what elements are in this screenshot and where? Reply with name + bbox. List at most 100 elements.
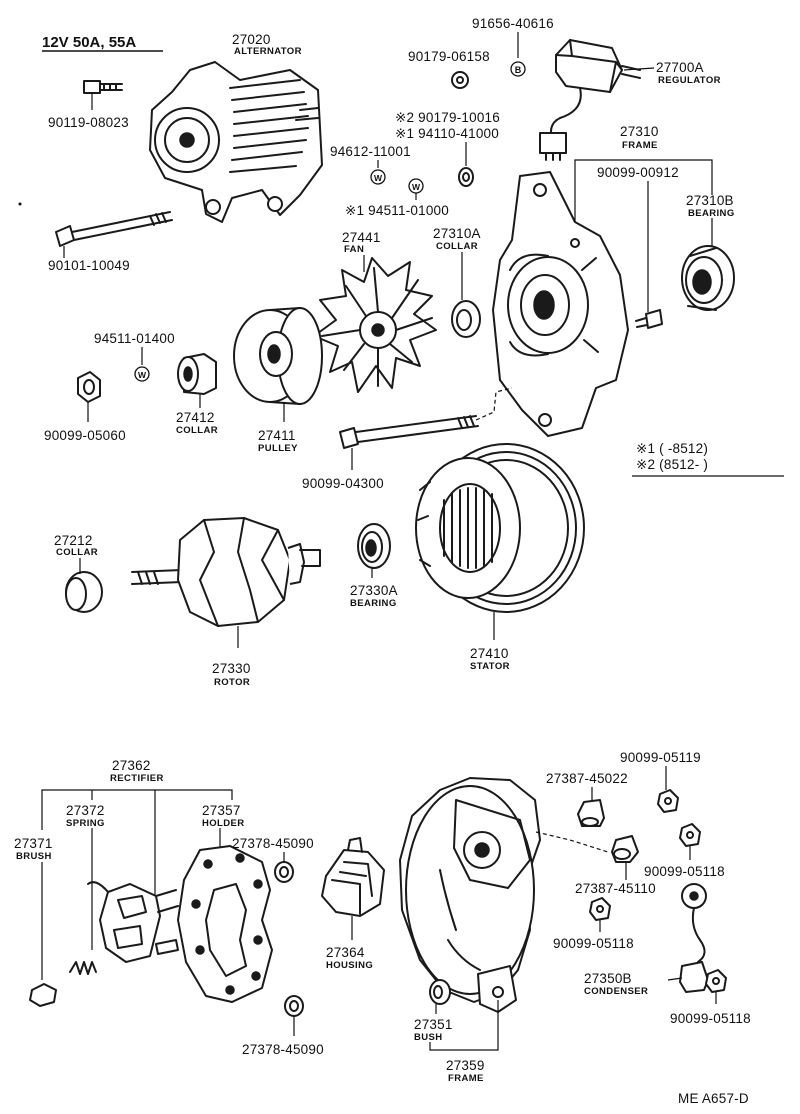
part-number-27387-45022: 27387-45022 bbox=[546, 771, 628, 786]
nut-94110-drawing bbox=[458, 167, 474, 187]
part-name-alternator: ALTERNATOR bbox=[234, 46, 302, 57]
collar-27412-drawing bbox=[177, 353, 217, 395]
part-number-27371: 27371 bbox=[14, 836, 53, 851]
part-number-27441: 27441 bbox=[342, 230, 381, 245]
part-number-91656-40616: 91656-40616 bbox=[472, 16, 554, 31]
alternator-assembly-drawing bbox=[149, 61, 323, 223]
rotor-27330-drawing bbox=[131, 517, 321, 627]
part-name-bearing-27330A: BEARING bbox=[350, 598, 397, 609]
collar-27212-drawing bbox=[65, 571, 103, 613]
circle-mark-w-1-label: W bbox=[374, 173, 383, 183]
part-number-90099-05118-b: 90099-05118 bbox=[553, 936, 634, 951]
part-number-27372: 27372 bbox=[66, 803, 105, 818]
part-name-collar-27412: COLLAR bbox=[176, 425, 218, 436]
part-number-90179-06158: 90179-06158 bbox=[408, 49, 490, 64]
part-name-rectifier: RECTIFIER bbox=[110, 773, 164, 784]
part-number-94110-41000: ※1 94110-41000 bbox=[395, 126, 499, 141]
regulator-drawing bbox=[539, 39, 641, 161]
insulator-27387-45110-drawing bbox=[611, 835, 639, 863]
nut-90179-06158-drawing bbox=[451, 71, 469, 89]
note-line-2: ※2 (8512- ) bbox=[636, 457, 708, 472]
circle-mark-w-3 bbox=[134, 366, 150, 382]
insulator-27378-b-drawing bbox=[284, 995, 304, 1017]
part-number-27359: 27359 bbox=[446, 1058, 485, 1073]
bearing-27330A-drawing bbox=[357, 523, 391, 569]
part-number-90099-00912: 90099-00912 bbox=[597, 165, 679, 180]
part-number-27357: 27357 bbox=[202, 803, 241, 818]
part-number-94612-11001: 94612-11001 bbox=[330, 144, 411, 159]
leader-27310-bracket bbox=[574, 159, 713, 222]
bolt-90119-drawing bbox=[83, 80, 123, 110]
screw-90099-00912-drawing bbox=[635, 309, 663, 329]
part-number-27212: 27212 bbox=[54, 533, 93, 548]
nut-90099-05060-drawing bbox=[77, 371, 101, 403]
part-number-90099-04300: 90099-04300 bbox=[302, 476, 384, 491]
circle-mark-b bbox=[510, 61, 526, 77]
part-number-90099-05119: 90099-05119 bbox=[620, 750, 701, 765]
frame-27310-drawing bbox=[492, 171, 629, 437]
part-number-27378-45090-a: 27378-45090 bbox=[232, 836, 314, 851]
bush-27351-drawing bbox=[429, 979, 451, 1005]
rear-frame-27359-drawing bbox=[399, 777, 541, 1013]
part-name-housing: HOUSING bbox=[326, 960, 373, 971]
part-number-27351: 27351 bbox=[414, 1017, 453, 1032]
part-number-90179-10016: ※2 90179-10016 bbox=[395, 110, 500, 125]
dash-bolt-to-frame bbox=[475, 387, 513, 421]
housing-27364-drawing bbox=[321, 837, 385, 917]
rectifier-holder-drawing bbox=[177, 845, 273, 1003]
bearing-27310B-drawing bbox=[681, 245, 735, 311]
part-name-fan: FAN bbox=[344, 244, 364, 255]
circle-mark-w-2-label: W bbox=[412, 182, 421, 192]
part-number-27410: 27410 bbox=[470, 646, 509, 661]
diagram-code: ME A657-D bbox=[678, 1091, 749, 1106]
part-name-collar-27212: COLLAR bbox=[56, 547, 98, 558]
part-name-pulley: PULLEY bbox=[258, 443, 298, 454]
part-number-94511-01000: ※1 94511-01000 bbox=[345, 203, 449, 218]
part-number-27330A: 27330A bbox=[350, 583, 398, 598]
brush-holder-drawing bbox=[87, 881, 179, 963]
part-name-regulator: REGULATOR bbox=[658, 75, 721, 86]
part-number-90099-05118-c: 90099-05118 bbox=[670, 1011, 751, 1026]
part-number-90099-05060: 90099-05060 bbox=[44, 428, 126, 443]
part-number-27362: 27362 bbox=[112, 758, 151, 773]
part-number-27310A: 27310A bbox=[433, 226, 481, 241]
part-name-stator: STATOR bbox=[470, 661, 510, 672]
part-number-94511-01400: 94511-01400 bbox=[94, 331, 175, 346]
part-name-holder: HOLDER bbox=[202, 818, 245, 829]
insulator-27387-45022-drawing bbox=[577, 799, 605, 827]
collar-27310A-drawing bbox=[451, 300, 481, 338]
part-name-rotor: ROTOR bbox=[214, 677, 250, 688]
part-name-condenser: CONDENSER bbox=[584, 986, 648, 997]
leader-27350B bbox=[667, 977, 683, 981]
nut-90099-05118-a-drawing bbox=[679, 823, 701, 847]
spring-drawing bbox=[69, 961, 97, 975]
part-number-27387-45110: 27387-45110 bbox=[575, 881, 656, 896]
condenser-27350B-drawing bbox=[679, 883, 709, 993]
spec-title: 12V 50A, 55A bbox=[42, 34, 136, 51]
circle-mark-b-label: B bbox=[515, 65, 522, 75]
part-number-27020: 27020 bbox=[232, 32, 271, 47]
part-number-27350B: 27350B bbox=[584, 971, 632, 986]
part-number-27310B: 27310B bbox=[686, 193, 734, 208]
brush-drawing bbox=[29, 983, 57, 1007]
leader-27700A bbox=[623, 67, 655, 71]
through-bolt-90099-04300-drawing bbox=[339, 415, 479, 470]
part-number-27310: 27310 bbox=[620, 124, 659, 139]
long-bolt-90101-drawing bbox=[55, 211, 173, 258]
part-number-90099-05118-a: 90099-05118 bbox=[644, 864, 725, 879]
part-name-spring: SPRING bbox=[66, 818, 105, 829]
part-number-27330: 27330 bbox=[212, 661, 251, 676]
fan-27441-drawing bbox=[313, 257, 437, 393]
part-number-90101-10049: 90101-10049 bbox=[48, 258, 130, 273]
leader-27359-bracket bbox=[429, 1000, 499, 1051]
insulator-27378-a-drawing bbox=[274, 861, 294, 883]
part-number-27412: 27412 bbox=[176, 410, 215, 425]
part-name-collar-27310A: COLLAR bbox=[436, 241, 478, 252]
part-number-27700A: 27700A bbox=[656, 60, 704, 75]
dash-frame-to-insulator bbox=[535, 831, 609, 853]
nut-90099-05118-c-drawing bbox=[705, 969, 727, 993]
part-number-90119-08023: 90119-08023 bbox=[48, 115, 129, 130]
circle-mark-w-3-label: W bbox=[138, 370, 147, 380]
part-number-27364: 27364 bbox=[326, 945, 365, 960]
